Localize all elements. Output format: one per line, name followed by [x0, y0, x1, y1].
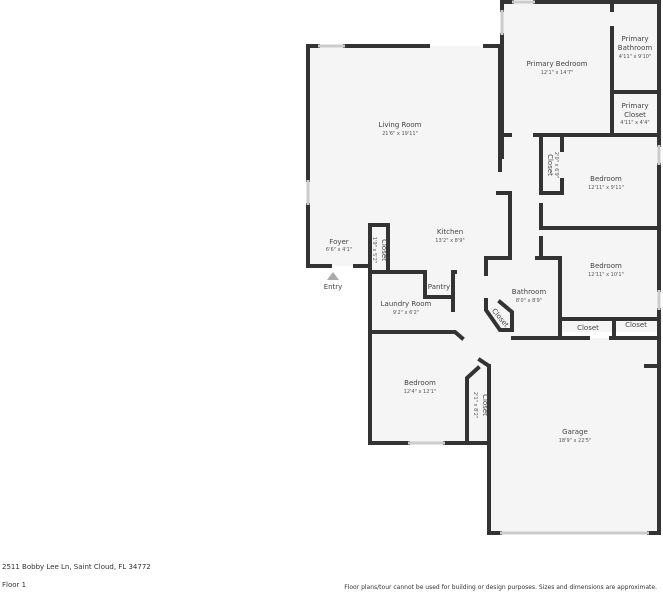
- room-label: Bedroom: [404, 379, 436, 387]
- room-label: Laundry Room: [381, 300, 432, 308]
- room-label: 4'11" x 4'4": [620, 120, 649, 126]
- walls: [306, 0, 661, 535]
- disclaimer: Floor plans/tour cannot be used for buil…: [344, 584, 657, 591]
- room-label: 9'2" x 6'2": [393, 310, 419, 316]
- room-label: Closet: [625, 321, 647, 329]
- room-label: Primary: [621, 102, 648, 110]
- room-label: 1'9" x 5'2": [371, 237, 377, 263]
- floor-fill: [308, 2, 659, 533]
- room-label: 12'11" x 10'1": [588, 272, 624, 278]
- floor-label: Floor 1: [2, 581, 27, 589]
- room-label: Primary Bedroom: [527, 60, 588, 68]
- room-label: Closet: [380, 239, 388, 261]
- room-label: Closet: [577, 324, 599, 332]
- room-label: 13'2" x 8'9": [435, 238, 464, 244]
- room-label: 2'1" x 8'2": [472, 392, 478, 418]
- room-label: 2'0" x 6'9": [553, 152, 559, 178]
- room-label: 21'6" x 19'11": [382, 131, 418, 137]
- address: 2511 Bobby Lee Ln, Saint Cloud, FL 34772: [2, 563, 151, 571]
- room-label: Bedroom: [590, 262, 622, 270]
- room-labels: Living Room 21'6" x 19'11" Primary Bedro…: [326, 35, 652, 444]
- room-label: Primary: [621, 35, 648, 43]
- room-label: Closet: [546, 154, 554, 176]
- room-label: 12'1" x 14'7": [541, 70, 574, 76]
- room-label: Living Room: [379, 121, 422, 129]
- room-label: 12'11" x 9'11": [588, 185, 624, 191]
- room-label: Closet: [481, 394, 489, 416]
- room-label: 6'6" x 4'1": [326, 247, 352, 253]
- room-label: Closet: [624, 111, 646, 119]
- room-label: Foyer: [329, 238, 349, 246]
- entry-arrow-icon: [327, 272, 339, 280]
- entry-label: Entry: [324, 283, 343, 291]
- room-label: Garage: [562, 428, 588, 436]
- room-label: Pantry: [428, 283, 450, 291]
- room-label: 4'11" x 9'10": [619, 54, 652, 60]
- windows: [306, 0, 661, 535]
- room-label: Bathroom: [512, 288, 547, 296]
- room-label: 18'9" x 22'5": [559, 438, 592, 444]
- room-label: 12'4" x 12'1": [404, 389, 437, 395]
- room-label: 8'0" x 8'9": [516, 298, 542, 304]
- room-label: Kitchen: [437, 228, 463, 236]
- room-label: Bedroom: [590, 175, 622, 183]
- room-label: Bathroom: [618, 44, 653, 52]
